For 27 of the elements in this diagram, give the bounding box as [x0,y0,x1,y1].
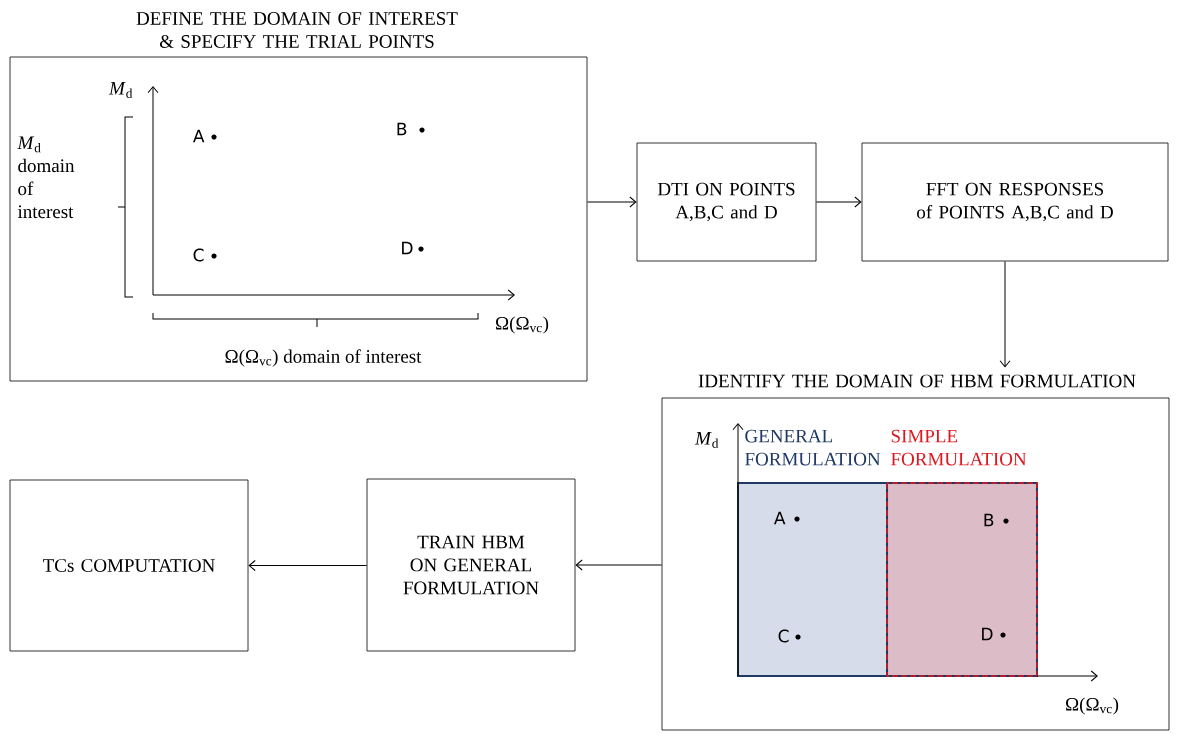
axis-label: M$_{d}$ domain of interest [17,136,75,219]
arrow [248,560,368,571]
arrow [587,196,637,208]
point-label: C [778,629,789,643]
process-box: DTI ON POINTS A,B,C and D [636,142,817,262]
panel-title: IDENTIFY THE DOMAIN OF HBM FORMULATION [698,374,1136,388]
point-label: A [193,129,205,143]
axis-label: M$_{d}$ [694,432,719,448]
process-box: TCs COMPUTATION [9,479,249,652]
point-label: D [982,627,993,641]
process-box: TRAIN HBM ON GENERAL FORMULATION [366,478,576,652]
panel-title: DEFINE THE DOMAIN OF INTEREST & SPECIFY THE TRIAL POINTS [136,12,458,48]
region-heading: SIMPLE FORMULATION [891,429,1027,466]
point-label: D [402,241,413,255]
axis-label: Ω(Ω$_{vc}$) [1066,697,1119,715]
arrow [999,260,1011,368]
region-heading: GENERAL FORMULATION [745,429,881,466]
arrow [575,559,662,571]
axis-label: M$_{d}$ [108,82,133,98]
point-label: A [774,511,786,525]
axis-label: Ω(Ω$_{vc}$) [496,316,549,334]
point-label: B [984,513,994,527]
arrow [815,196,862,208]
point-label: C [193,248,204,262]
axis-label: Ω(Ω$_{vc}$) domain of interest [225,349,422,367]
point-label: B [397,122,407,136]
process-box: FFT ON RESPONSES of POINTS A,B,C and D [861,142,1169,262]
